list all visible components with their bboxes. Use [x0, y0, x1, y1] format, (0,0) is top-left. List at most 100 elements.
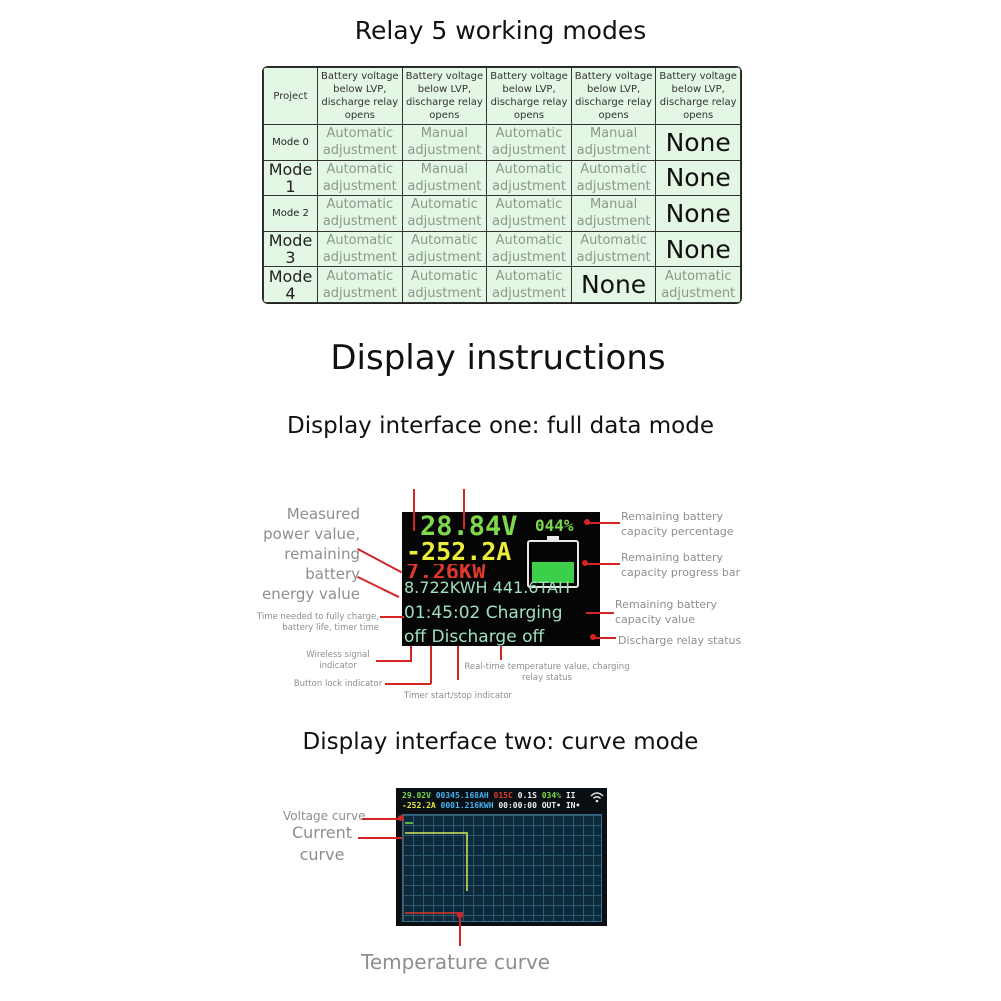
interval-readout: 0.1S: [517, 791, 537, 800]
interface-two-title: Display interface two: curve mode: [302, 729, 699, 755]
callout-line: [588, 522, 620, 524]
status-row-2: -252.2A 0001.216KWH 00:00:00 OUT• IN•: [402, 801, 581, 810]
energy-line: 8.722KWH 441.6TAH: [404, 578, 570, 597]
voltage-readout: 29.02V: [402, 791, 431, 800]
table-header-col: Battery voltage below LVP, discharge rel…: [317, 67, 403, 125]
table-cell: Manual adjustment: [570, 195, 657, 232]
callout-dot: [457, 912, 463, 918]
table-cell: Automatic adjustment: [486, 195, 572, 232]
percent-readout: 034%: [541, 791, 561, 800]
callout-line: [380, 616, 404, 618]
table-cell: None: [655, 159, 741, 197]
status-line: off Discharge off: [404, 627, 545, 646]
curve-grid: [402, 814, 602, 922]
callout-line: [376, 660, 412, 662]
current-readout: -252.2A: [402, 801, 436, 810]
callout-line: [357, 548, 403, 574]
current-readout: -252.2A: [406, 537, 512, 566]
table-cell: Automatic adjustment: [317, 266, 403, 303]
percent-readout: 044%: [535, 516, 574, 535]
label-time-needed: Time needed to fully charge, battery lif…: [256, 612, 379, 633]
callout-line: [594, 637, 616, 639]
label-remaining-bar: Remaining battery capacity progress bar: [621, 551, 741, 579]
label-temperature-curve: Temperature curve: [361, 950, 551, 974]
table-cell: Automatic adjustment: [486, 230, 572, 268]
label-voltage-curve: Voltage curve: [283, 809, 366, 823]
out-indicator: OUT: [541, 801, 557, 810]
label-timer: Timer start/stop indicator: [403, 691, 513, 701]
row-mode-label: Mode 1: [263, 159, 318, 197]
table-cell: Automatic adjustment: [317, 230, 403, 268]
callout-line: [413, 489, 415, 531]
table-cell: None: [655, 124, 741, 161]
curve-lines: [405, 822, 468, 914]
table-cell: Automatic adjustment: [570, 159, 657, 197]
table-row: Mode 4 Automatic adjustment Automatic ad…: [263, 266, 741, 303]
label-discharge-status: Discharge relay status: [618, 634, 742, 647]
callout-dot: [582, 560, 588, 566]
label-realtime: Real-time temperature value, charging re…: [464, 662, 630, 683]
callout-line: [459, 915, 461, 946]
time-line: 01:45:02 Charging: [404, 603, 563, 623]
power-readout: 7.26KW: [406, 564, 486, 578]
callout-dot: [590, 634, 596, 640]
table-header-col: Battery voltage below LVP, discharge rel…: [486, 67, 572, 125]
table-cell: Automatic adjustment: [317, 124, 403, 161]
table-row: Mode 2 Automatic adjustment Automatic ad…: [263, 195, 741, 232]
table-row: Mode 0 Automatic adjustment Manual adjus…: [263, 124, 741, 161]
callout-line: [358, 837, 402, 839]
table-cell: Manual adjustment: [401, 124, 488, 161]
label-wireless: Wireless signal indicator: [306, 650, 370, 671]
full-data-screen: 28.84V 044% -252.2A 7.26KW 8.722KWH 441.…: [402, 512, 600, 646]
wifi-icon: [590, 792, 604, 803]
temp-readout: 015C: [493, 791, 513, 800]
row-mode-label: Mode 2: [263, 195, 318, 232]
curve-mode-screen: 29.02V 00345.168AH 015C 0.1S 034% II -25…: [396, 788, 607, 926]
callout-dot: [584, 519, 590, 525]
callout-line: [457, 646, 459, 680]
callout-line: [463, 489, 465, 529]
table-cell: None: [655, 195, 741, 232]
table-cell: Automatic adjustment: [655, 266, 741, 303]
table-row: Mode 3 Automatic adjustment Automatic ad…: [263, 230, 741, 268]
table-header-col: Battery voltage below LVP, discharge rel…: [655, 67, 741, 125]
table-header-col: Battery voltage below LVP, discharge rel…: [570, 67, 657, 125]
table-header-col: Battery voltage below LVP, discharge rel…: [401, 67, 488, 125]
table-cell: Automatic adjustment: [401, 195, 488, 232]
label-measured-power: Measured power value, remaining battery …: [262, 505, 361, 603]
status-row-1: 29.02V 00345.168AH 015C 0.1S 034% II: [402, 791, 575, 801]
callout-line: [385, 683, 431, 685]
in-indicator: IN: [565, 801, 576, 810]
interface-one-title: Display interface one: full data mode: [287, 413, 714, 439]
table-cell: Automatic adjustment: [570, 230, 657, 268]
table-cell: Automatic adjustment: [401, 230, 488, 268]
callout-line: [357, 576, 400, 598]
label-current-curve: Current curve: [291, 823, 353, 864]
label-remaining-percent: Remaining battery capacity percentage: [621, 510, 734, 538]
battery-icon: [527, 536, 579, 588]
table-cell: Automatic adjustment: [317, 195, 403, 232]
display-instructions-title: Display instructions: [330, 338, 666, 378]
callout-line: [362, 818, 402, 820]
callout-line: [410, 646, 412, 662]
table-cell: Automatic adjustment: [486, 124, 572, 161]
table-cell: Automatic adjustment: [401, 266, 488, 303]
row-mode-label: Mode 3: [263, 230, 318, 268]
label-remaining-value: Remaining battery capacity value: [615, 598, 718, 626]
table-row: Mode 1 Automatic adjustment Manual adjus…: [263, 159, 741, 197]
table-cell: Automatic adjustment: [317, 159, 403, 197]
table-cell: Manual adjustment: [401, 159, 488, 197]
table-cell: Automatic adjustment: [486, 266, 572, 303]
table-header-project: Project: [263, 67, 318, 125]
table-cell: Manual adjustment: [570, 124, 657, 161]
kwh-readout: 0001.216KWH: [440, 801, 494, 810]
row-mode-label: Mode 4: [263, 266, 318, 303]
callout-line: [586, 612, 614, 614]
pause-icon: II: [565, 791, 576, 800]
callout-line: [430, 646, 432, 684]
ah-readout: 00345.168AH: [435, 791, 489, 800]
current-curve-line: [405, 832, 468, 891]
callout-line: [500, 646, 502, 660]
table-cell: None: [570, 266, 657, 303]
label-button-lock: Button lock indicator: [293, 679, 383, 689]
